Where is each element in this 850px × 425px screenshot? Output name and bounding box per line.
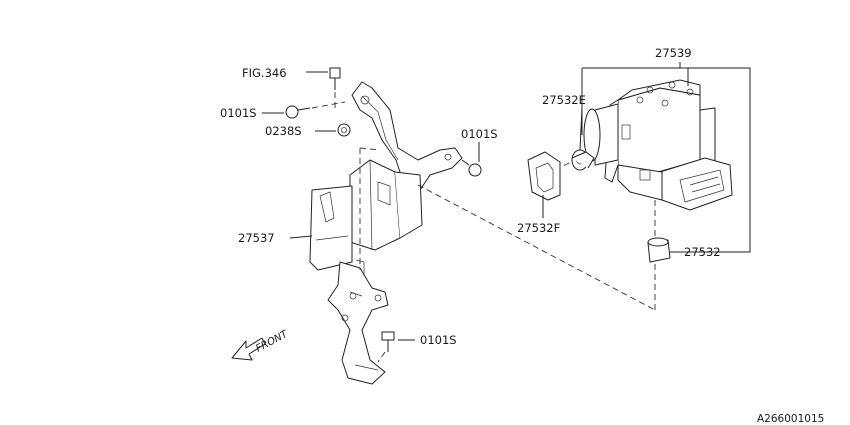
- label-0238s[interactable]: 0238S: [265, 124, 302, 138]
- label-27539[interactable]: 27539: [655, 46, 692, 60]
- diagram-code: A266001015: [757, 413, 824, 425]
- mount-27532-drawing: [647, 237, 671, 263]
- fasteners-drawing: [285, 67, 482, 363]
- label-0101s-mid[interactable]: 0101S: [461, 127, 498, 141]
- callout-leaders: [262, 62, 751, 341]
- bracket-27532f-drawing: [527, 151, 561, 201]
- assembly-dashed-lines: [359, 147, 656, 311]
- hydraulic-unit-drawing: [583, 79, 733, 211]
- label-fig346[interactable]: FIG.346: [242, 66, 287, 80]
- label-0101s-top[interactable]: 0101S: [220, 106, 257, 120]
- label-27532[interactable]: 27532: [684, 245, 721, 259]
- label-27537[interactable]: 27537: [238, 231, 275, 245]
- front-arrow-icon: [231, 337, 266, 361]
- label-27532e[interactable]: 27532E: [542, 93, 586, 107]
- label-front: FRONT: [254, 328, 290, 354]
- bracket-assembly-drawing: [309, 81, 463, 385]
- label-27532f[interactable]: 27532F: [517, 221, 560, 235]
- grommet-27532e-drawing: [571, 149, 595, 171]
- label-0101s-bottom[interactable]: 0101S: [420, 333, 457, 347]
